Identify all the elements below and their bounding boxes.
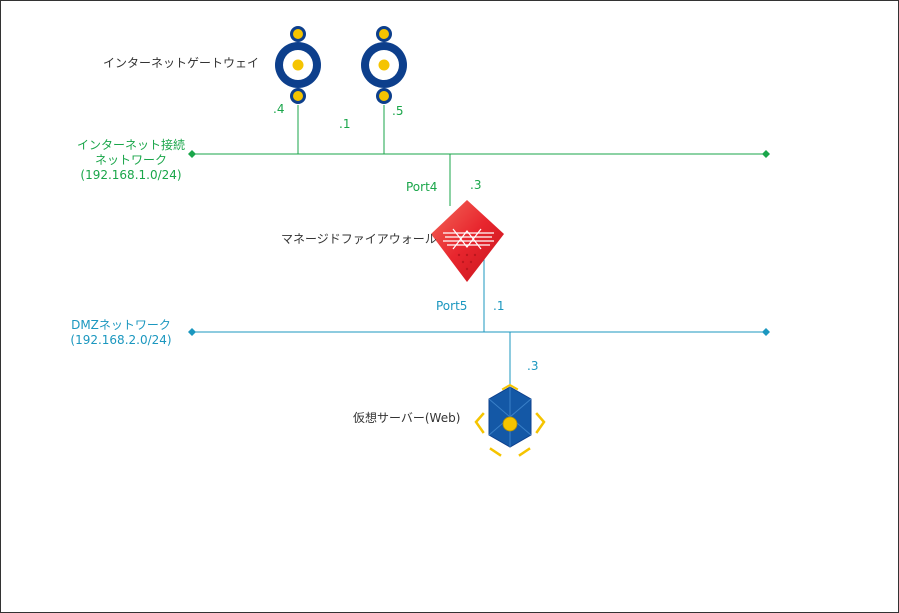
- gateway-left-address: .4: [273, 102, 285, 116]
- dmz-network-right-endpoint: [762, 328, 770, 336]
- gateway-right-address: .5: [392, 104, 404, 118]
- internet-network-cidr: (192.168.1.0/24): [80, 168, 182, 182]
- internet-network-vip-address: .1: [339, 117, 351, 131]
- firewall-port5-label: Port5: [436, 299, 468, 313]
- dmz-network-left-endpoint: [188, 328, 196, 336]
- gateway-label: インターネットゲートウェイ: [103, 56, 260, 70]
- managed-firewall-icon[interactable]: [431, 200, 504, 282]
- firewall-port4-address: .3: [470, 178, 482, 192]
- internet-gateway-icon[interactable]: [361, 26, 407, 104]
- internet-network-left-endpoint: [188, 150, 196, 158]
- firewall-label: マネージドファイアウォール: [281, 232, 437, 246]
- internet-network-name-line2: ネットワーク: [94, 153, 167, 167]
- server-label: 仮想サーバー(Web): [353, 411, 461, 425]
- server-address: .3: [527, 359, 539, 373]
- dmz-network-cidr: (192.168.2.0/24): [70, 333, 172, 347]
- internet-gateway-icon[interactable]: [275, 26, 321, 104]
- firewall-port5-address: .1: [493, 299, 505, 313]
- virtual-server-icon[interactable]: [474, 383, 546, 457]
- firewall-port4-label: Port4: [406, 180, 438, 194]
- internet-network-right-endpoint: [762, 150, 770, 158]
- dmz-network-name: DMZネットワーク: [71, 318, 171, 332]
- internet-network-name-line1: インターネット接続: [76, 138, 185, 152]
